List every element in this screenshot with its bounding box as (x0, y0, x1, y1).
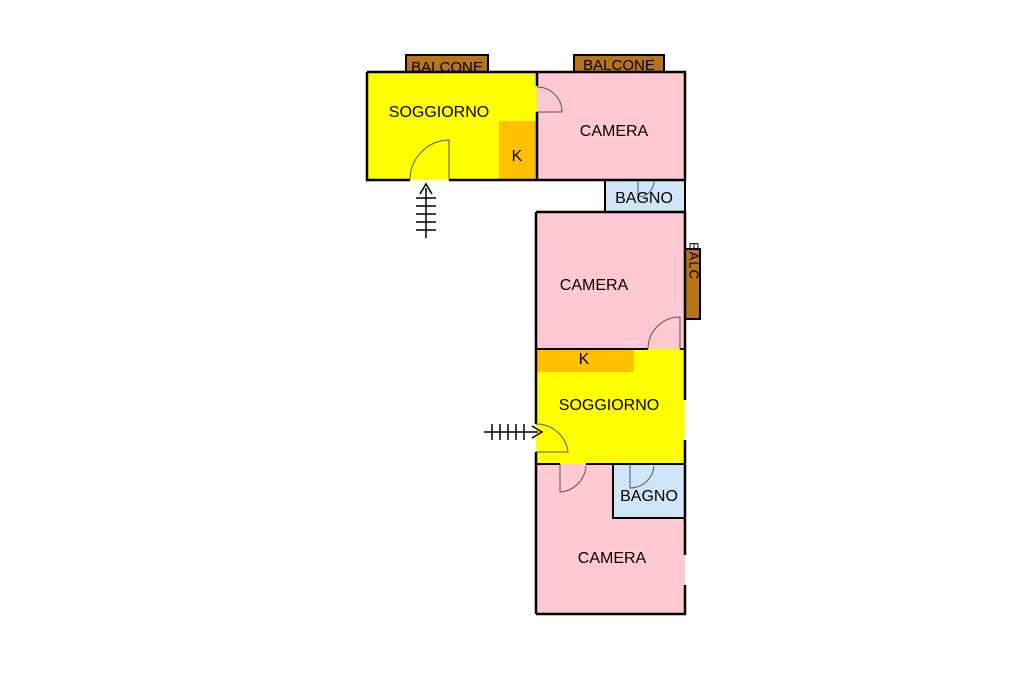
stairs-arrow-top (416, 182, 436, 238)
camera-top-area (537, 72, 685, 180)
bagno-bottom-area (613, 464, 685, 518)
kitchen-middle-label: K (579, 351, 590, 368)
balcony-top-right-label: BALCONE (583, 57, 655, 74)
camera-middle-area (536, 212, 685, 349)
door-camera-top (536, 86, 563, 113)
soggiorno-middle-area (536, 372, 685, 464)
door-camera-middle (647, 316, 681, 350)
stairs-arrow-lower (484, 424, 544, 440)
bagno-top-area (605, 181, 685, 212)
bagno-top-label: BAGNO (615, 190, 673, 207)
soggiorno-top-label: SOGGIORNO (389, 104, 489, 121)
camera-bottom-label: CAMERA (578, 550, 647, 567)
door-bagno-top (637, 180, 655, 198)
unit-top: SOGGIORNO K CAMERA BAGNO (365, 70, 687, 238)
balcony-top-right: BALCONE (573, 54, 665, 74)
kitchen-middle-area (536, 349, 634, 372)
unit-lower: CAMERA K SOGGIORNO BAGNO CAMERA (484, 210, 687, 616)
camera-top-label: CAMERA (580, 123, 649, 140)
door-camera-bottom (559, 464, 587, 493)
door-entry-lower (535, 423, 569, 453)
bagno-bottom-label: BAGNO (620, 488, 678, 505)
camera-middle-label: CAMERA (560, 277, 629, 294)
kitchen-top-label: K (512, 148, 523, 165)
soggiorno-middle-label: SOGGIORNO (559, 397, 659, 414)
balcony-side: BALC (684, 242, 702, 320)
kitchen-top-area (499, 121, 536, 179)
door-entry-top (409, 139, 450, 181)
door-bagno-bottom (629, 464, 655, 489)
balcony-side-label: BALC (687, 242, 702, 280)
